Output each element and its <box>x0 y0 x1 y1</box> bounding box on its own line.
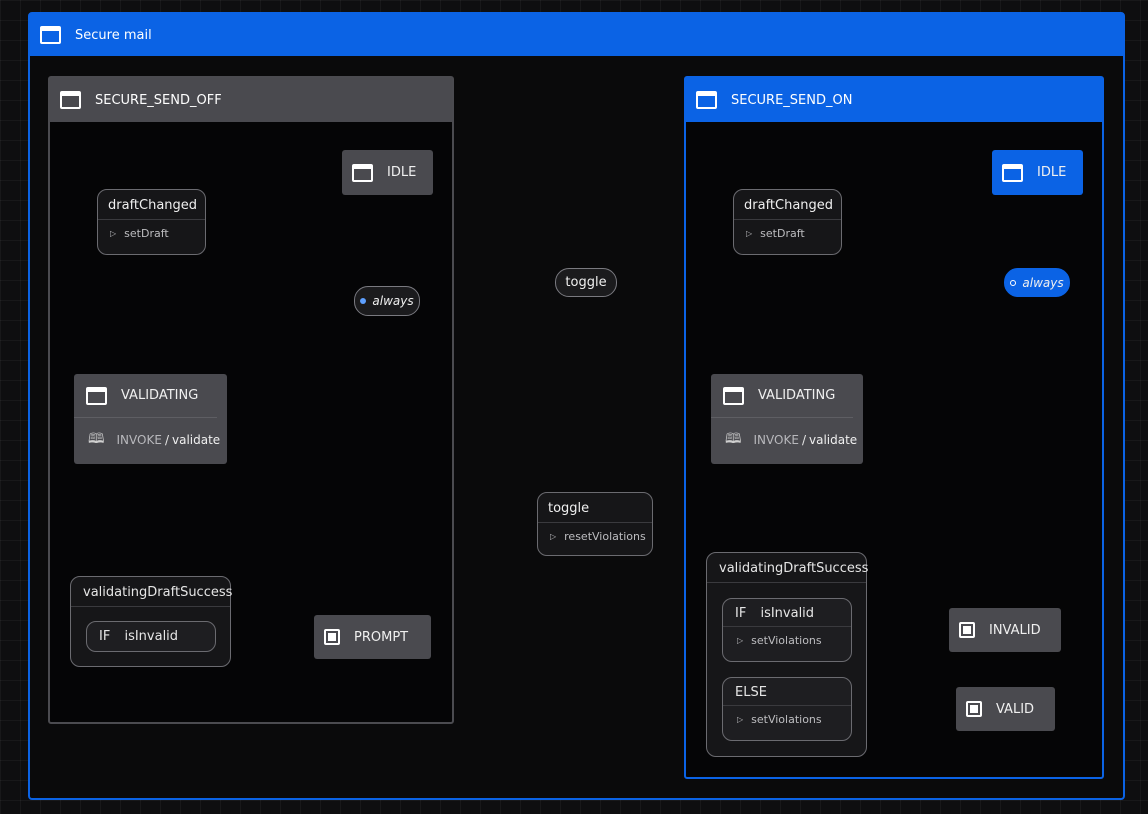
event-toggle-to-on[interactable]: toggle <box>555 268 617 297</box>
window-icon <box>696 91 717 109</box>
guard-action: ▷ setViolations <box>723 705 851 734</box>
state-off-validating[interactable]: VALIDATING 🕮 INVOKE / validate <box>74 374 227 464</box>
state-label: VALIDATING <box>121 388 199 403</box>
invoke-keyword: INVOKE <box>116 433 162 447</box>
guard-name: isInvalid <box>124 629 179 644</box>
state-on-validating[interactable]: VALIDATING 🕮 INVOKE / validate <box>711 374 863 464</box>
final-state-icon <box>966 701 982 717</box>
state-label: IDLE <box>1037 165 1067 180</box>
event-name: validatingDraftSuccess <box>707 553 868 583</box>
action-label: setDraft <box>760 227 805 240</box>
invoke-separator: / <box>164 433 169 447</box>
event-on-always[interactable]: always <box>1004 268 1070 297</box>
state-title: SECURE_SEND_ON <box>731 92 853 108</box>
guard-keyword: IF <box>99 629 111 644</box>
triangle-right-icon: ▷ <box>550 532 557 541</box>
event-name: draftChanged <box>108 198 198 213</box>
machine-title: Secure mail <box>75 27 152 43</box>
event-name: always <box>372 294 414 308</box>
machine-header: Secure mail <box>30 14 1123 56</box>
event-off-always[interactable]: always <box>354 286 420 316</box>
final-state-icon <box>959 622 975 638</box>
action-label: resetViolations <box>564 530 646 543</box>
state-label: IDLE <box>387 165 417 180</box>
event-toggle-to-off[interactable]: toggle ▷ resetViolations <box>537 492 653 556</box>
event-action: ▷ setDraft <box>98 219 205 248</box>
book-icon: 🕮 <box>88 431 105 447</box>
event-name: toggle <box>548 501 590 516</box>
window-icon <box>60 91 81 109</box>
triangle-right-icon: ▷ <box>737 715 744 724</box>
window-icon <box>1002 163 1023 182</box>
state-title: SECURE_SEND_OFF <box>95 92 222 108</box>
event-name: toggle <box>565 275 607 290</box>
state-label: VALIDATING <box>758 388 836 403</box>
final-state-icon <box>324 629 340 645</box>
window-icon <box>352 163 373 182</box>
state-header: SECURE_SEND_OFF <box>50 78 452 122</box>
invoke-keyword: INVOKE <box>753 433 799 447</box>
guard-name: isInvalid <box>760 606 815 621</box>
triangle-right-icon: ▷ <box>746 229 753 238</box>
event-action: ▷ setDraft <box>734 219 841 248</box>
guard-action: ▷ setViolations <box>723 626 851 655</box>
invoke-source: validate <box>171 433 221 447</box>
guard-keyword: IF <box>735 606 747 621</box>
event-name: always <box>1022 275 1064 290</box>
guard-on-is-invalid[interactable]: IF isInvalid ▷ setViolations <box>722 598 852 662</box>
guard-on-else[interactable]: ELSE ▷ setViolations <box>722 677 852 741</box>
state-header: SECURE_SEND_ON <box>686 78 1102 122</box>
window-icon <box>86 386 107 405</box>
window-icon <box>40 26 61 44</box>
guard-keyword: ELSE <box>735 685 767 700</box>
state-label: PROMPT <box>354 629 409 645</box>
state-off-idle[interactable]: IDLE <box>342 150 433 195</box>
event-on-draft-changed[interactable]: draftChanged ▷ setDraft <box>733 189 842 255</box>
triangle-right-icon: ▷ <box>110 229 117 238</box>
action-label: setViolations <box>751 634 822 647</box>
state-label: VALID <box>996 701 1035 717</box>
invoke-separator: / <box>801 433 806 447</box>
action-label: setViolations <box>751 713 822 726</box>
event-name: validatingDraftSuccess <box>71 577 232 607</box>
state-off-prompt[interactable]: PROMPT <box>314 615 431 659</box>
dot-icon <box>360 298 367 304</box>
event-off-draft-changed[interactable]: draftChanged ▷ setDraft <box>97 189 206 255</box>
book-icon: 🕮 <box>725 431 742 447</box>
guard-off-is-invalid[interactable]: IF isInvalid <box>86 621 216 652</box>
window-icon <box>723 386 744 405</box>
event-name: draftChanged <box>744 198 834 213</box>
triangle-right-icon: ▷ <box>737 636 744 645</box>
invoke-source: validate <box>808 433 858 447</box>
action-label: setDraft <box>124 227 169 240</box>
dot-icon <box>1010 279 1017 286</box>
state-on-idle[interactable]: IDLE <box>992 150 1083 195</box>
state-label: INVALID <box>989 622 1041 638</box>
state-on-valid[interactable]: VALID <box>956 687 1055 731</box>
state-on-invalid[interactable]: INVALID <box>949 608 1061 652</box>
event-action: ▷ resetViolations <box>538 522 652 551</box>
